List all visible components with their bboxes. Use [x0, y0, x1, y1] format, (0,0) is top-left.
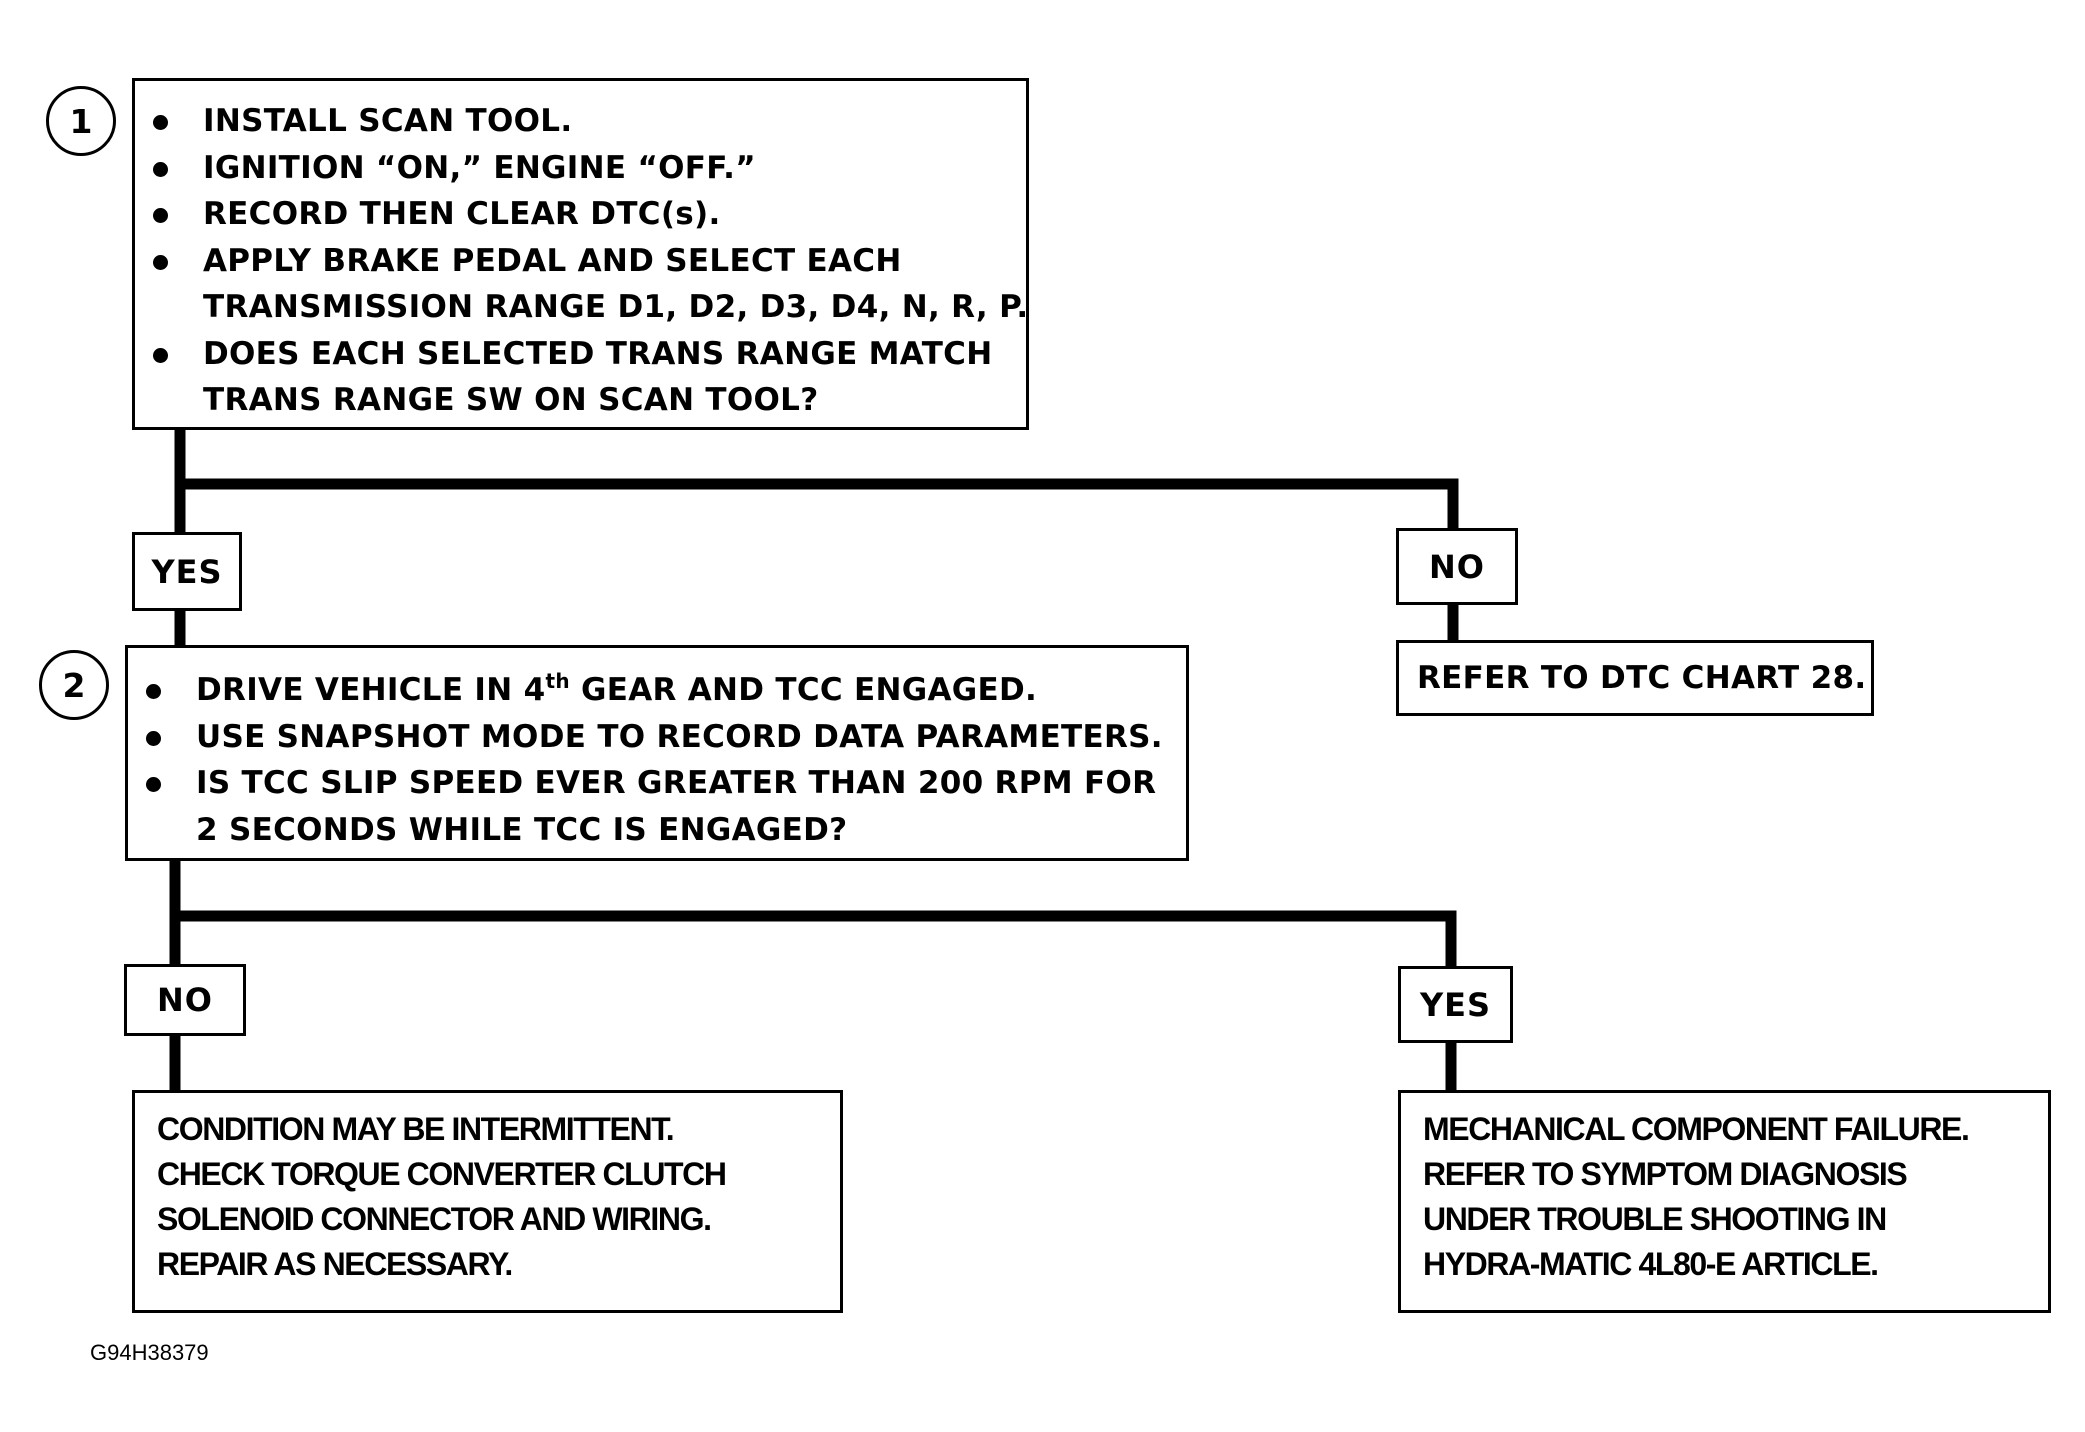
bullet-icon [146, 777, 161, 792]
step-1-item-text: INSTALL SCAN TOOL. [203, 103, 573, 139]
step-1-item-text: IGNITION “ON,” ENGINE “OFF.” [203, 149, 756, 186]
step-1-box: INSTALL SCAN TOOL. IGNITION “ON,” ENGINE… [132, 78, 1029, 430]
step-2-item: USE SNAPSHOT MODE TO RECORD DATA PARAMET… [128, 714, 1186, 761]
step-2-number: 2 [39, 650, 109, 720]
step-1-item-text: TRANS RANGE SW ON SCAN TOOL? [203, 382, 819, 418]
bullet-icon [153, 161, 168, 177]
mechanical-failure-box: MECHANICAL COMPONENT FAILURE. REFER TO S… [1398, 1090, 2051, 1313]
bullet-icon [153, 347, 168, 363]
result-line: SOLENOID CONNECTOR AND WIRING. [157, 1201, 712, 1237]
intermittent-condition-box: CONDITION MAY BE INTERMITTENT. CHECK TOR… [132, 1090, 843, 1313]
step-1-item-continued: TRANS RANGE SW ON SCAN TOOL? [135, 377, 1026, 424]
step-1-item-text: TRANSMISSION RANGE D1, D2, D3, D4, N, R,… [203, 289, 1029, 325]
intermittent-condition-text: CONDITION MAY BE INTERMITTENT. CHECK TOR… [135, 1093, 840, 1287]
step-2-item-text-post: GEAR AND TCC ENGAGED. [569, 672, 1038, 708]
bullet-icon [153, 115, 168, 130]
step-2-yes-label: YES [1398, 966, 1513, 1043]
step-1-item: APPLY BRAKE PEDAL AND SELECT EACH [135, 238, 1026, 285]
step-1-item-text: RECORD THEN CLEAR DTC(s). [203, 196, 721, 232]
step-2-item: DRIVE VEHICLE IN 4th GEAR AND TCC ENGAGE… [128, 667, 1186, 714]
step-1-item-text: APPLY BRAKE PEDAL AND SELECT EACH [203, 242, 902, 279]
result-line: REFER TO SYMPTOM DIAGNOSIS [1423, 1156, 1908, 1192]
step-2-item-text: 2 SECONDS WHILE TCC IS ENGAGED? [196, 811, 848, 848]
mechanical-failure-text: MECHANICAL COMPONENT FAILURE. REFER TO S… [1401, 1093, 2048, 1287]
step-1-no-label: NO [1396, 528, 1518, 605]
step-1-item: DOES EACH SELECTED TRANS RANGE MATCH [135, 331, 1026, 378]
bullet-icon [146, 730, 161, 746]
step-1-item-continued: TRANSMISSION RANGE D1, D2, D3, D4, N, R,… [135, 284, 1029, 331]
step-1-yes-label: YES [132, 532, 242, 611]
step-2-item-text: USE SNAPSHOT MODE TO RECORD DATA PARAMET… [196, 718, 1163, 755]
result-line: CONDITION MAY BE INTERMITTENT. [157, 1111, 675, 1147]
figure-reference-code: G94H38379 [90, 1340, 209, 1365]
step-1-item-text: DOES EACH SELECTED TRANS RANGE MATCH [203, 335, 993, 372]
result-line: MECHANICAL COMPONENT FAILURE. [1423, 1111, 1970, 1147]
step-2-item: IS TCC SLIP SPEED EVER GREATER THAN 200 … [128, 760, 1186, 807]
dtc-chart-reference-box: REFER TO DTC CHART 28. [1396, 640, 1874, 716]
result-line: CHECK TORQUE CONVERTER CLUTCH [157, 1156, 727, 1192]
bullet-icon [153, 254, 168, 270]
step-1-item: INSTALL SCAN TOOL. [135, 98, 1026, 145]
step-2-item-text-pre: DRIVE VEHICLE IN 4 [196, 672, 546, 708]
step-2-item-superscript: th [545, 669, 570, 693]
bullet-icon [153, 208, 168, 223]
dtc-chart-reference-text: REFER TO DTC CHART 28. [1417, 660, 1867, 696]
step-1-number: 1 [46, 86, 116, 156]
bullet-icon [146, 684, 161, 699]
result-line: UNDER TROUBLE SHOOTING IN [1423, 1201, 1887, 1237]
step-1-item: IGNITION “ON,” ENGINE “OFF.” [135, 145, 1026, 192]
step-1-item: RECORD THEN CLEAR DTC(s). [135, 191, 1026, 238]
result-line: REPAIR AS NECESSARY. [157, 1246, 513, 1282]
step-2-item-text: IS TCC SLIP SPEED EVER GREATER THAN 200 … [196, 765, 1157, 801]
step-2-no-label: NO [124, 964, 246, 1036]
step-2-item-continued: 2 SECONDS WHILE TCC IS ENGAGED? [128, 807, 1186, 854]
result-line: HYDRA-MATIC 4L80-E ARTICLE. [1423, 1246, 1879, 1282]
step-2-box: DRIVE VEHICLE IN 4th GEAR AND TCC ENGAGE… [125, 645, 1189, 861]
